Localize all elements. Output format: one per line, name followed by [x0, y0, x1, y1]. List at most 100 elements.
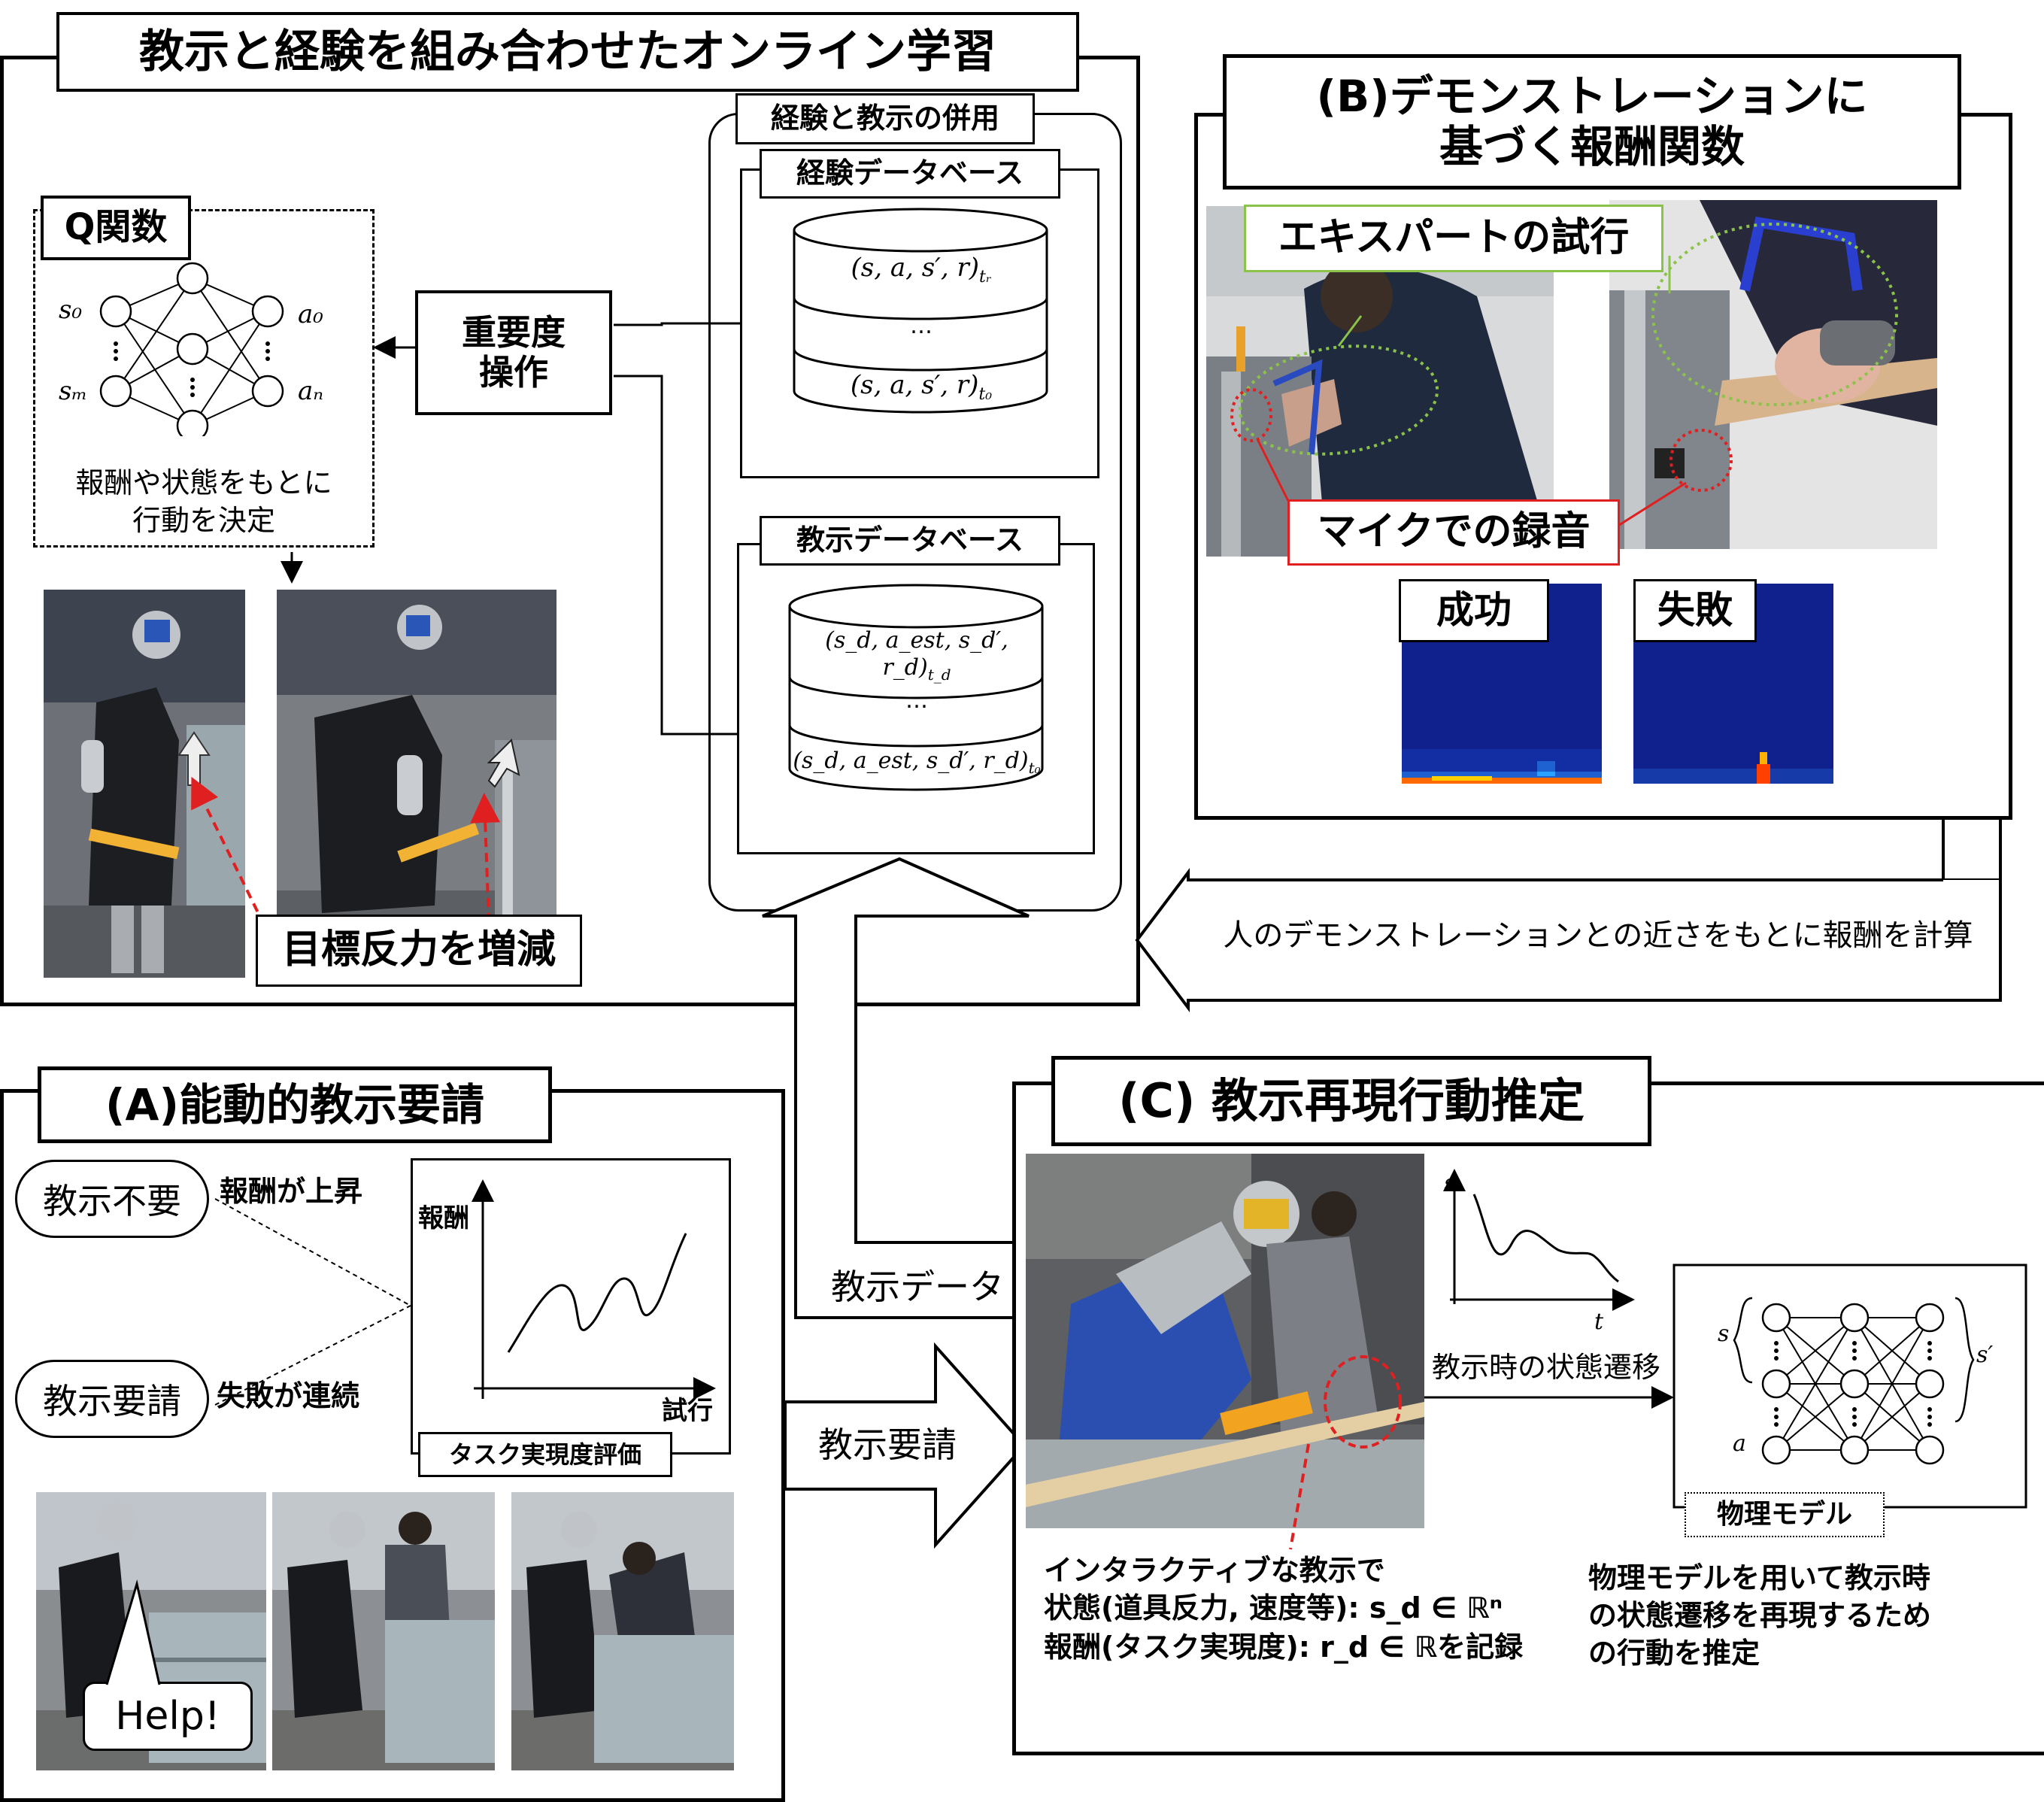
network-ellipsis-dot — [1774, 1341, 1779, 1345]
state-graph-caption: 教示時の状態遷移 — [1432, 1351, 1661, 1384]
main-title: 教示と経験を組み合わせたオンライン学習 — [56, 12, 1079, 92]
network-node — [1839, 1369, 1870, 1399]
target-force-label: 目標反力を増減 — [256, 915, 582, 987]
importance-line1: 重要度 — [462, 312, 566, 353]
teaching-cylinder — [788, 584, 1044, 791]
no-teaching-pill: 教示不要 — [15, 1160, 209, 1238]
teaching-db-title: 教示データベース — [760, 516, 1060, 566]
panel-b-title-2: 基づく報酬関数 — [1439, 121, 1745, 172]
qfunc-input-0: s₀ — [59, 295, 83, 325]
teaching-data-label: 教示データ — [831, 1267, 1004, 1307]
qfunc-caption-1: 報酬や状態をもとに — [75, 466, 332, 499]
teaching-db-bottom-sub: t₀ — [1028, 759, 1041, 777]
network-ellipsis-dot — [114, 341, 118, 346]
panel-b-title: (B)デモンストレーションに 基づく報酬関数 — [1223, 54, 1961, 190]
panel-b-title-1: (B)デモンストレーションに — [1316, 71, 1868, 123]
network-node — [1761, 1303, 1791, 1333]
teaching-request-arrow-label: 教示要請 — [818, 1424, 957, 1465]
fail-cont-label: 失敗が連続 — [217, 1379, 360, 1412]
network-ellipsis-dot — [1774, 1422, 1779, 1427]
reward-rise-label: 報酬が上昇 — [220, 1175, 363, 1208]
network-ellipsis-dot — [265, 349, 270, 353]
physics-model-a: a — [1733, 1430, 1746, 1457]
teaching-db-top-sub: t_d — [927, 666, 951, 684]
panel-c-left-3: 報酬(タスク実現度): r_d ∈ ℝを記録 — [1044, 1631, 1524, 1664]
network-ellipsis-dot — [114, 349, 118, 353]
physics-model-s: s — [1718, 1321, 1730, 1347]
request-pill: 教示要請 — [15, 1360, 209, 1438]
experience-db-top: (s, a, s′, r)tᵣ — [797, 253, 1045, 287]
qfunc-title: Q関数 — [41, 196, 191, 260]
teaching-db-top: (s_d, a_est, s_d′, r_d)t_d — [793, 627, 1041, 684]
network-node — [251, 375, 284, 408]
qfunc-output-n: aₙ — [298, 376, 324, 406]
combined-title: 経験と教示の併用 — [735, 93, 1035, 144]
network-ellipsis-dot — [1852, 1348, 1857, 1353]
network-ellipsis-dot — [265, 356, 270, 361]
experience-db-top-sub: tᵣ — [979, 267, 992, 287]
panel-c-left-2: 状態(道具反力, 速度等): s_d ∈ ℝⁿ — [1044, 1591, 1503, 1625]
mic-label: マイクでの録音 — [1287, 499, 1620, 566]
panel-c-right-1: 物理モデルを用いて教示時 — [1588, 1561, 1930, 1594]
network-ellipsis-dot — [1774, 1348, 1779, 1353]
network-ellipsis-dot — [1927, 1348, 1932, 1353]
expert-label: エキスパートの試行 — [1244, 205, 1663, 272]
experience-db-top-text: (s, a, s′, r) — [851, 253, 980, 283]
network-node — [251, 295, 284, 328]
network-node — [176, 262, 209, 295]
importance-box: 重要度 操作 — [415, 290, 612, 415]
qfunc-network — [99, 262, 284, 436]
request-pill-text: 教示要請 — [43, 1381, 181, 1421]
experience-db-bottom-sub: t₀ — [978, 384, 993, 404]
teaching-db-bottom: (s_d, a_est, s_d′, r_d)t₀ — [793, 748, 1041, 777]
interactive-teaching-photo — [1026, 1154, 1424, 1528]
qfunc-input-m: sₘ — [59, 376, 88, 406]
help-bubble: Help! — [83, 1682, 253, 1751]
network-ellipsis-dot — [114, 356, 118, 361]
panel-c-right-3: の行動を推定 — [1588, 1637, 1760, 1670]
experience-db-bottom: (s, a, s′, r)t₀ — [797, 370, 1045, 405]
network-node — [176, 409, 209, 436]
state-graph-y: s — [1444, 1170, 1456, 1197]
network-edge — [1854, 1317, 1930, 1385]
network-ellipsis-dot — [1852, 1407, 1857, 1412]
network-ellipsis-dot — [1774, 1407, 1779, 1412]
network-ellipsis-dot — [1852, 1422, 1857, 1427]
success-label: 成功 — [1399, 579, 1549, 642]
robot-photo-2 — [277, 590, 556, 978]
help-photo-2 — [272, 1492, 495, 1770]
network-node — [1839, 1435, 1870, 1465]
qfunc-frame — [33, 209, 375, 548]
network-edge — [115, 278, 193, 392]
physics-model-out: s′ — [1976, 1342, 1994, 1368]
network-ellipsis-dot — [1774, 1356, 1779, 1361]
experience-db-mid: … — [910, 313, 933, 339]
network-ellipsis-dot — [190, 393, 195, 397]
teaching-db-bottom-text: (s_d, a_est, s_d′, r_d) — [793, 748, 1029, 774]
chart-xlabel: 試行 — [662, 1396, 713, 1426]
experience-db-bottom-text: (s, a, s′, r) — [850, 370, 979, 400]
network-edge — [1854, 1317, 1930, 1451]
no-teaching-text: 教示不要 — [43, 1181, 181, 1221]
chart-ylabel: 報酬 — [418, 1203, 469, 1233]
network-edge — [192, 311, 268, 426]
panel-a-title: (A)能動的教示要請 — [38, 1066, 552, 1143]
network-ellipsis-dot — [1927, 1407, 1932, 1412]
state-graph-x: t — [1594, 1309, 1604, 1335]
chart-caption: タスク実現度評価 — [418, 1432, 672, 1477]
network-ellipsis-dot — [190, 385, 195, 390]
experience-cylinder — [793, 208, 1048, 414]
help-photo-3 — [511, 1492, 734, 1770]
task-chart-frame — [411, 1158, 731, 1455]
network-node — [1761, 1435, 1791, 1465]
network-node — [1761, 1369, 1791, 1399]
network-ellipsis-dot — [1927, 1422, 1932, 1427]
network-ellipsis-dot — [1774, 1415, 1779, 1419]
experience-db-title: 経験データベース — [760, 149, 1060, 199]
teaching-db-top-text: (s_d, a_est, s_d′, r_d) — [825, 627, 1008, 681]
